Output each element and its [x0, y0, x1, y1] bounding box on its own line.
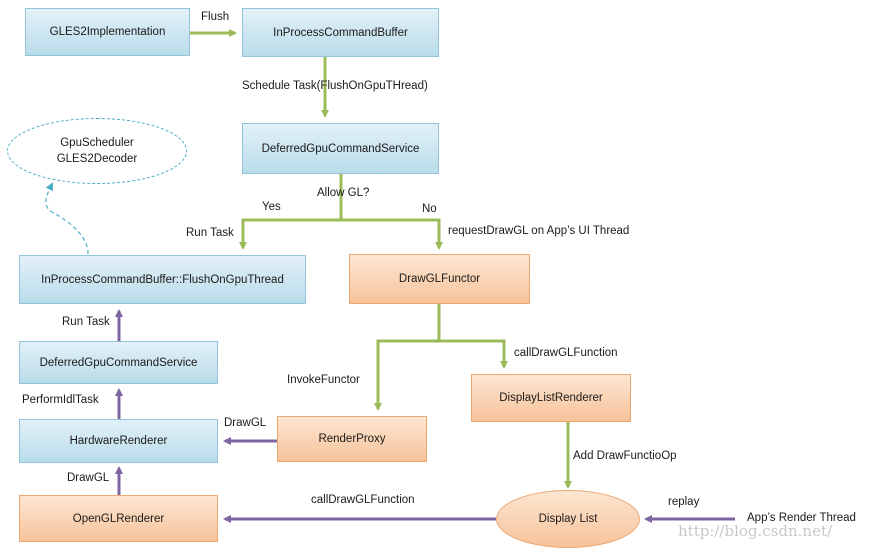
node-gpu-scheduler-decoder: GpuScheduler GLES2Decoder	[7, 118, 187, 184]
label-run-task-left: Run Task	[186, 227, 234, 239]
node-inprocess-command-buffer-flush: InProcessCommandBuffer::FlushOnGpuThread	[19, 255, 306, 304]
label-add-drawfunctio-op: Add DrawFunctioOp	[573, 450, 677, 462]
node-deferred-gpu-command-service-mid: DeferredGpuCommandService	[19, 341, 218, 384]
label-drawgl-left: DrawGL	[67, 472, 110, 484]
node-label: InProcessCommandBuffer::FlushOnGpuThread	[41, 273, 284, 286]
label-request-drawgl: requestDrawGL on App’s UI Thread	[448, 225, 630, 237]
arrow-dashed-to-scheduler	[45, 182, 89, 255]
node-drawgl-functor: DrawGLFunctor	[349, 254, 530, 304]
node-label: Display List	[538, 513, 598, 525]
label-call-drawgl-function-bottom: callDrawGLFunction	[311, 494, 415, 506]
node-label: DrawGLFunctor	[398, 273, 481, 285]
label-flush: Flush	[201, 11, 230, 23]
node-label: DeferredGpuCommandService	[39, 356, 198, 369]
node-label: DeferredGpuCommandService	[261, 142, 420, 155]
arrow-yes-branch	[239, 218, 341, 250]
node-hardware-renderer: HardwareRenderer	[19, 419, 218, 463]
label-invoke-functor: InvokeFunctor	[287, 374, 360, 386]
label-run-task-up: Run Task	[62, 316, 110, 328]
label-schedule-task: Schedule Task(FlushOnGpuTHread)	[242, 80, 428, 92]
node-label: DisplayListRenderer	[499, 392, 603, 404]
label-replay: replay	[668, 496, 700, 508]
node-display-list-renderer: DisplayListRenderer	[471, 374, 631, 422]
node-label: GLES2Implementation	[49, 26, 166, 38]
node-label: RenderProxy	[318, 433, 386, 445]
label-perform-idl-task: PerformIdlTask	[22, 394, 99, 406]
label-call-drawgl-function-top: callDrawGLFunction	[514, 347, 618, 359]
label-apps-render-thread: App’s Render Thread	[747, 512, 856, 524]
gles2-decoder-label: GLES2Decoder	[56, 153, 138, 165]
arrow-invoke-functor	[374, 339, 439, 411]
node-render-proxy: RenderProxy	[277, 416, 427, 462]
node-label: InProcessCommandBuffer	[273, 26, 408, 39]
node-label: OpenGLRenderer	[72, 512, 165, 525]
arrow-no-branch	[341, 218, 443, 250]
node-inprocess-command-buffer: InProcessCommandBuffer	[242, 8, 439, 57]
label-drawgl-right: DrawGL	[224, 417, 267, 429]
watermark: http://blog.csdn.net/	[678, 522, 833, 540]
node-gles2-implementation: GLES2Implementation	[25, 8, 190, 56]
label-yes: Yes	[262, 201, 281, 213]
arrow-call-drawgl-function	[439, 339, 508, 369]
node-opengl-renderer: OpenGLRenderer	[19, 495, 218, 542]
node-label: HardwareRenderer	[69, 435, 168, 447]
node-deferred-gpu-command-service-top: DeferredGpuCommandService	[242, 123, 439, 174]
label-no: No	[422, 203, 437, 215]
label-allow-gl: Allow GL?	[317, 187, 370, 199]
node-display-list: Display List	[496, 490, 640, 548]
gpu-scheduler-label: GpuScheduler	[60, 137, 134, 149]
